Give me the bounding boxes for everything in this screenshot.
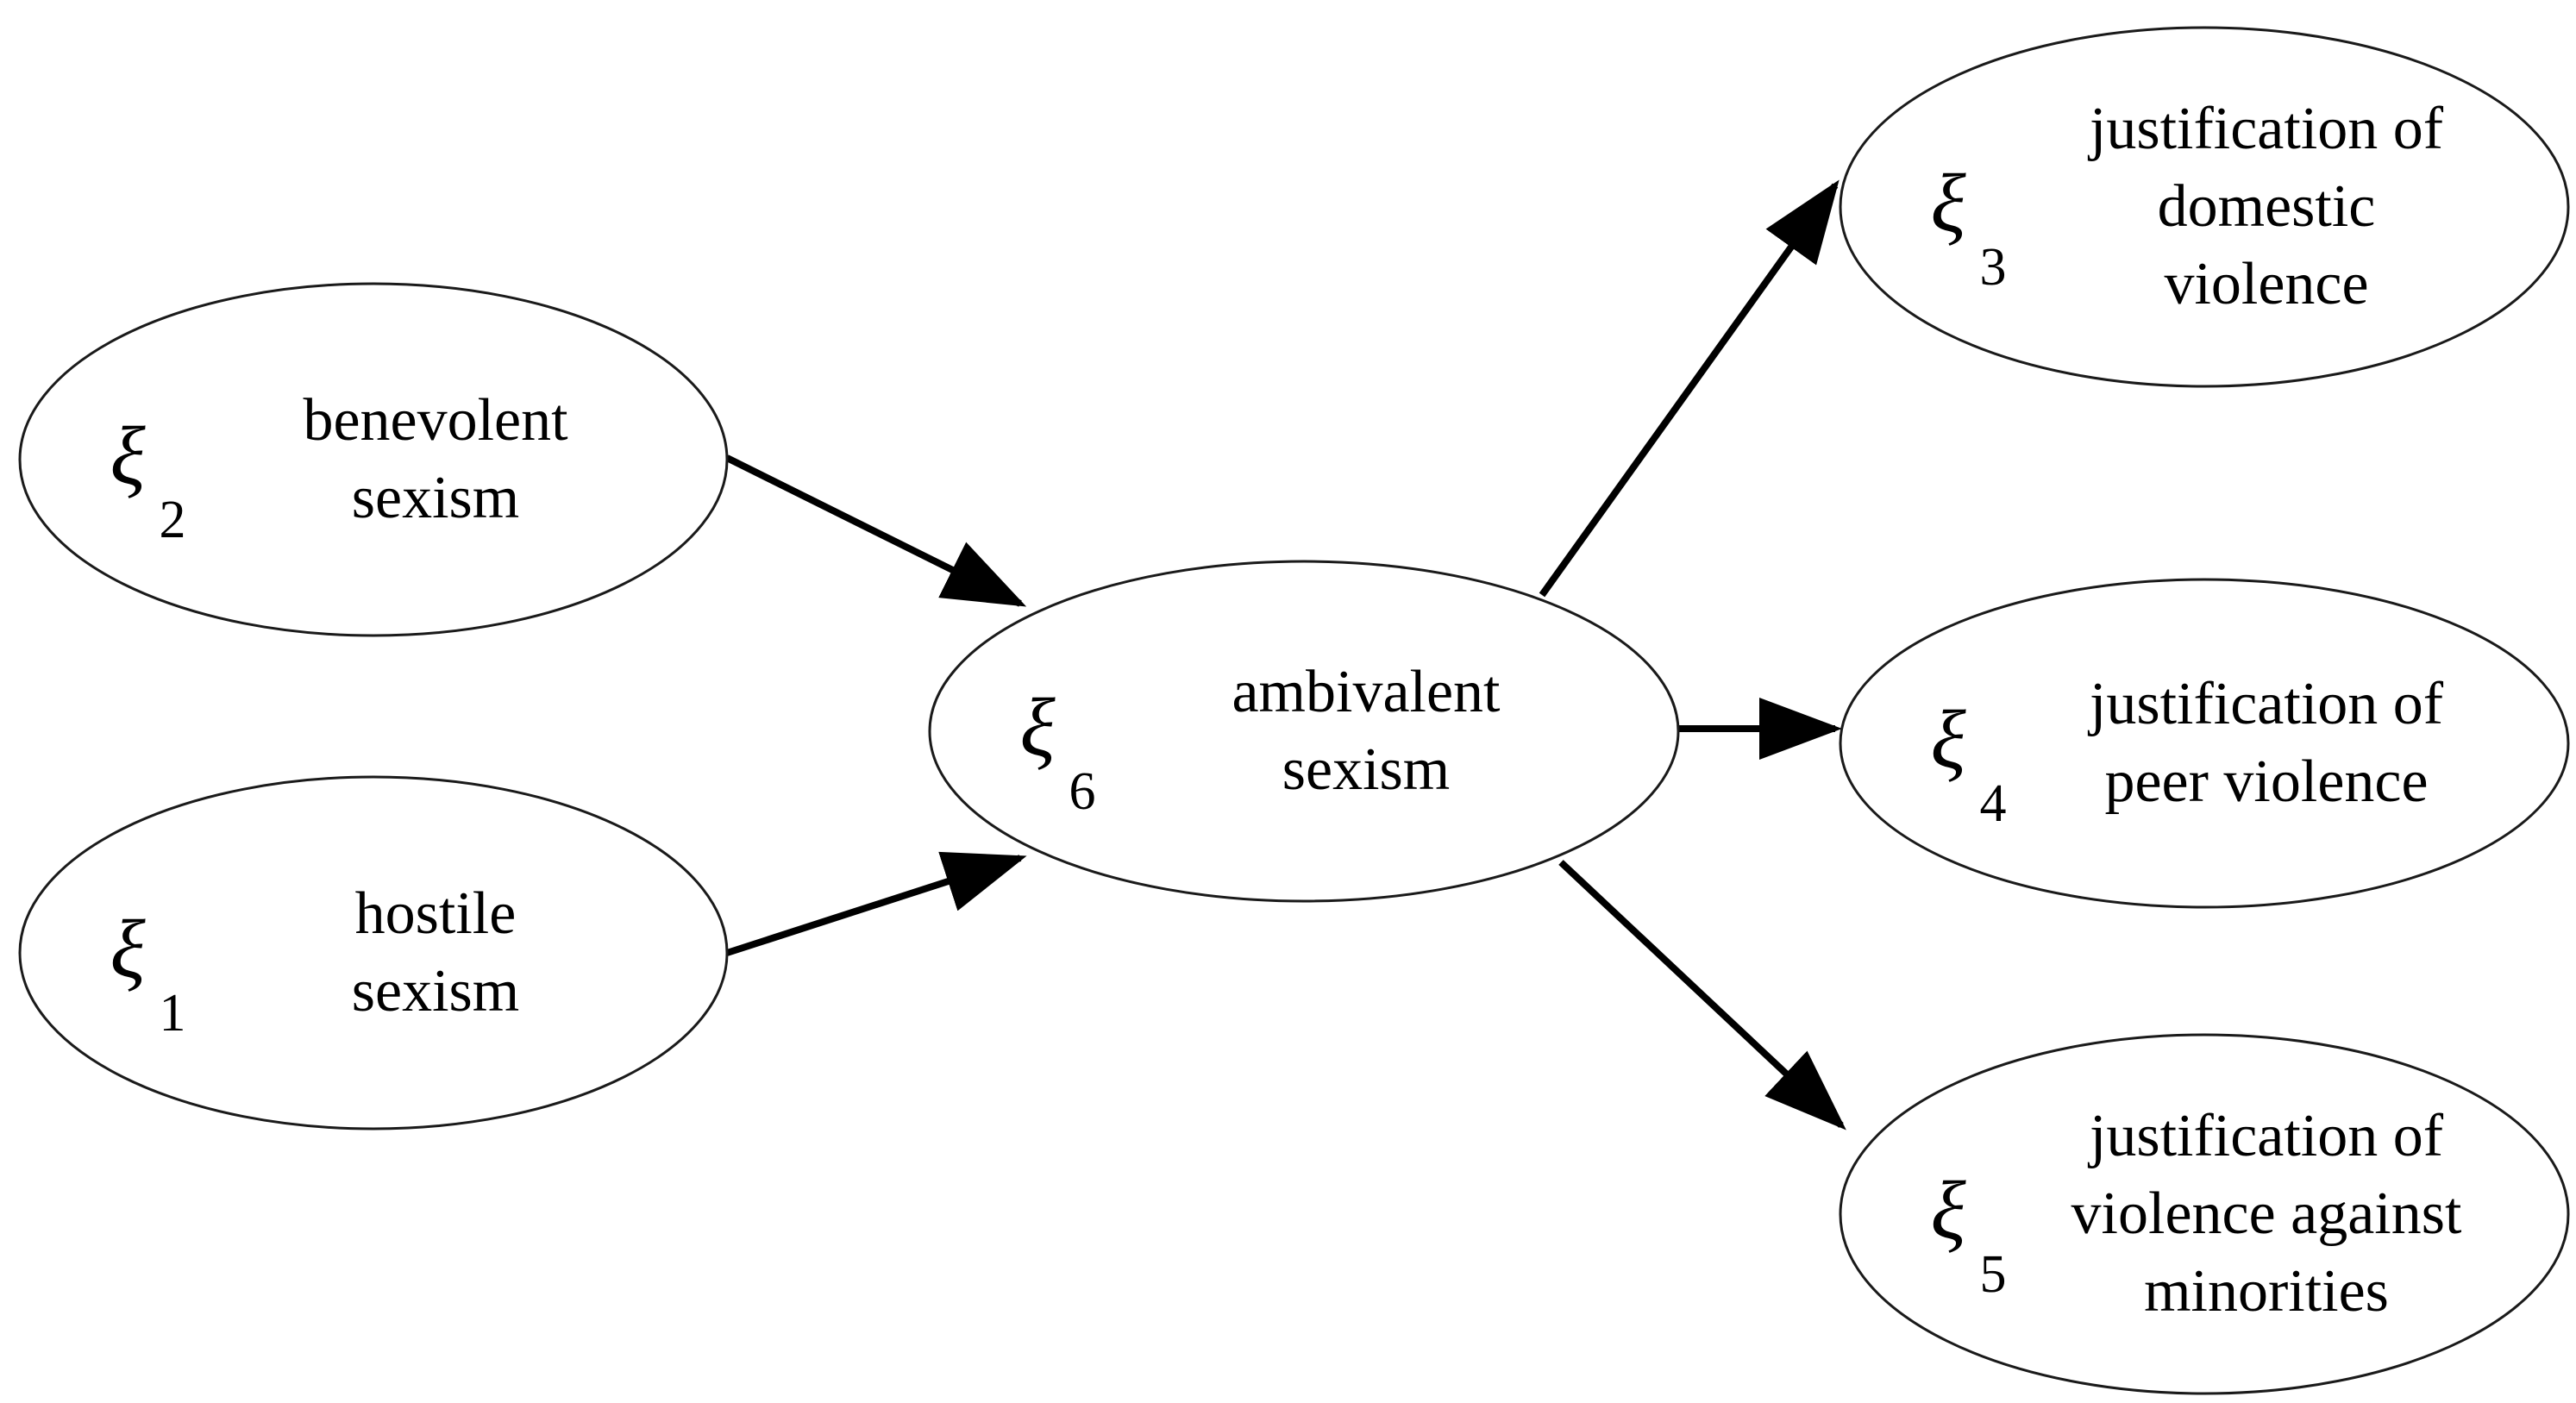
node-subscript-xi6: 6 [1069,762,1096,821]
edge-xi6-to-xi5 [1558,860,1846,1131]
node-label-line: domestic [2158,173,2376,240]
node-ellipse-xi2[interactable] [18,282,729,637]
node-label-line: sexism [352,958,519,1024]
node-label-line: ambivalent [1232,659,1501,725]
edges-layer [725,179,1846,1131]
edge-path [725,851,1027,956]
node-ellipse-xi6[interactable] [928,560,1680,903]
node-ellipse-xi4[interactable] [1839,578,2570,909]
node-label-line: peer violence [2104,748,2428,815]
edge-xi2-to-xi6 [725,454,1027,607]
edge-path [1558,860,1846,1131]
node-symbol-xi3: ξ [1930,157,1966,249]
node-xi6[interactable]: ξ6 ambivalent sexism [928,560,1680,903]
node-xi3[interactable]: ξ3 justification of domestic violence [1839,26,2570,388]
node-label-line: justification of [2087,671,2444,737]
edge-path [1539,179,1840,598]
node-symbol-xi5: ξ [1930,1164,1966,1256]
node-label-line: hostile [355,880,517,947]
node-label-line: violence [2164,251,2368,317]
node-symbol-xi1: ξ [110,903,146,995]
node-subscript-xi5: 5 [1980,1245,2007,1304]
node-label-line: minorities [2144,1258,2389,1325]
node-label-line: sexism [1282,736,1450,803]
edge-xi1-to-xi6 [725,851,1027,956]
node-symbol-xi4: ξ [1930,693,1966,786]
node-symbol-xi6: ξ [1019,681,1056,774]
node-label-line: justification of [2087,96,2444,162]
edge-xi6-to-xi3 [1539,179,1840,598]
edge-path [725,454,1027,607]
node-ellipse-xi5[interactable] [1839,1033,2570,1395]
node-xi4[interactable]: ξ4 justification of peer violence [1839,578,2570,909]
node-xi1[interactable]: ξ1 hostile sexism [18,775,729,1131]
node-label-line: justification of [2087,1103,2444,1169]
node-label-line: benevolent [303,387,568,454]
nodes-layer: ξ2benevolentsexismξ1hostilesexismξ6ambiv… [18,26,2570,1395]
node-ellipse-xi3[interactable] [1839,26,2570,388]
node-subscript-xi3: 3 [1980,238,2007,297]
node-label-line: sexism [352,465,519,531]
node-xi5[interactable]: ξ5 justification of violence against minori… [1839,1033,2570,1395]
node-ellipse-xi1[interactable] [18,775,729,1131]
node-xi2[interactable]: ξ2 benevolent sexism [18,282,729,637]
node-subscript-xi2: 2 [160,491,186,549]
node-label-line: violence against [2071,1181,2462,1247]
node-symbol-xi2: ξ [110,410,146,502]
node-subscript-xi4: 4 [1980,774,2007,833]
node-subscript-xi1: 1 [160,984,186,1043]
